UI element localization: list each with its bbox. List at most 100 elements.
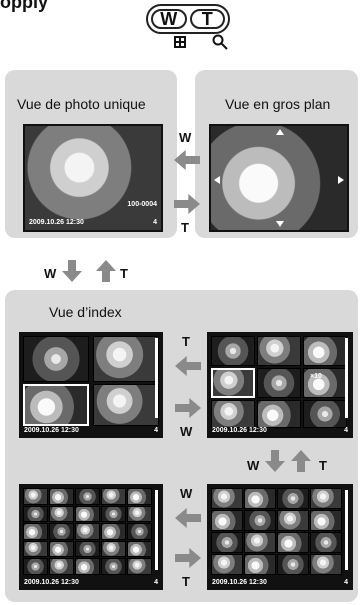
thumb <box>75 505 100 523</box>
index-count: 4 <box>154 579 158 586</box>
single-date: 2009.10.26 12:30 <box>29 219 84 226</box>
thumb <box>75 540 100 558</box>
arrow-top-t-label: T <box>181 220 189 235</box>
scroll-bar <box>345 338 348 418</box>
index-count: 4 <box>154 427 158 434</box>
index-screen-16: 2009.10.26 12:30 4 <box>207 484 353 590</box>
thumb <box>23 488 48 505</box>
zoom-indicator: ×10 <box>310 373 322 380</box>
index-count: 4 <box>344 579 348 586</box>
thumb <box>23 523 48 540</box>
closeup-view-screen <box>209 124 349 232</box>
thumb <box>211 510 243 531</box>
thumb <box>277 488 309 509</box>
thumb <box>49 523 74 540</box>
arrow-down-icon <box>62 260 82 282</box>
index-date: 2009.10.26 12:30 <box>24 579 79 586</box>
thumb <box>49 505 74 523</box>
thumb <box>244 488 276 509</box>
index-screen-9: ×10 2009.10.26 12:30 4 <box>207 332 353 438</box>
thumb <box>23 336 89 382</box>
thumb-selected <box>23 384 89 426</box>
header-fragment: opply <box>0 0 48 12</box>
thumb-grid-25 <box>23 488 153 576</box>
closeup-view-label: Vue en gros plan <box>225 96 331 112</box>
thumb <box>75 523 100 540</box>
scroll-bar <box>345 490 348 570</box>
thumb <box>303 336 347 366</box>
single-count: 4 <box>153 219 157 226</box>
scroll-up-icon <box>276 129 284 135</box>
arrow-idx2-w-label: W <box>180 486 193 501</box>
thumb <box>127 558 152 575</box>
thumb <box>310 488 342 509</box>
index-date: 2009.10.26 12:30 <box>212 427 267 434</box>
thumb <box>101 523 126 540</box>
grid-icon <box>174 36 186 48</box>
thumb <box>211 488 243 509</box>
index-view-panel: Vue d’index 2009.10.26 12:30 4 T W ×10 2… <box>5 290 358 602</box>
thumb <box>101 540 126 558</box>
arrow-idx-mid-w-label: W <box>247 458 260 473</box>
thumb <box>75 488 100 505</box>
scroll-left-icon <box>214 176 220 184</box>
thumb-selected <box>211 368 255 398</box>
thumb-grid-16 <box>211 488 343 576</box>
arrow-top-w-label: W <box>179 130 192 145</box>
index-screen-4: 2009.10.26 12:30 4 <box>19 332 163 438</box>
arrow-right-icon <box>175 398 201 418</box>
thumb <box>101 558 126 575</box>
thumb <box>127 523 152 540</box>
thumb: ×10 <box>303 368 347 398</box>
thumb <box>277 510 309 531</box>
thumb <box>49 558 74 575</box>
thumb <box>101 488 126 505</box>
index-date: 2009.10.26 12:30 <box>212 579 267 586</box>
thumb <box>257 400 301 428</box>
thumb <box>49 540 74 558</box>
scroll-down-icon <box>276 221 284 227</box>
thumb <box>310 532 342 553</box>
thumb <box>101 505 126 523</box>
arrow-mid-w-label: W <box>44 266 57 281</box>
thumb <box>211 554 243 575</box>
thumb <box>310 554 342 575</box>
w-button: W <box>151 9 187 29</box>
thumb <box>244 532 276 553</box>
thumb <box>244 554 276 575</box>
single-view-screen: 100-0004 2009.10.26 12:30 4 <box>23 124 163 232</box>
zoom-lever: W T <box>146 4 230 34</box>
arrow-idx-mid-t-label: T <box>319 458 327 473</box>
thumb <box>93 384 159 426</box>
closeup-view-panel: Vue en gros plan <box>195 70 358 238</box>
thumb <box>127 540 152 558</box>
arrow-idx1-w-label: W <box>180 424 193 439</box>
thumb <box>303 400 347 428</box>
thumb <box>310 510 342 531</box>
scroll-bar <box>155 490 158 570</box>
single-view-label: Vue de photo unique <box>17 96 146 112</box>
arrow-mid-t-label: T <box>120 266 128 281</box>
file-number: 100-0004 <box>127 201 157 208</box>
thumb <box>23 505 48 523</box>
thumb <box>23 540 48 558</box>
arrow-right-icon <box>175 548 201 568</box>
scroll-bar <box>155 338 158 418</box>
thumb <box>23 558 48 575</box>
arrow-idx2-t-label: T <box>182 574 190 589</box>
thumb <box>257 368 301 398</box>
thumb <box>127 505 152 523</box>
scroll-right-icon <box>338 176 344 184</box>
arrow-up-icon <box>96 260 116 282</box>
index-date: 2009.10.26 12:30 <box>24 427 79 434</box>
arrow-up-icon <box>291 450 311 472</box>
arrow-left-icon <box>175 356 201 376</box>
arrow-left-icon <box>175 508 201 528</box>
thumb <box>211 532 243 553</box>
thumb <box>211 336 255 366</box>
magnify-icon <box>212 34 228 50</box>
thumb <box>49 488 74 505</box>
index-count: 4 <box>344 427 348 434</box>
arrow-down-icon <box>265 450 285 472</box>
thumb <box>93 336 159 382</box>
